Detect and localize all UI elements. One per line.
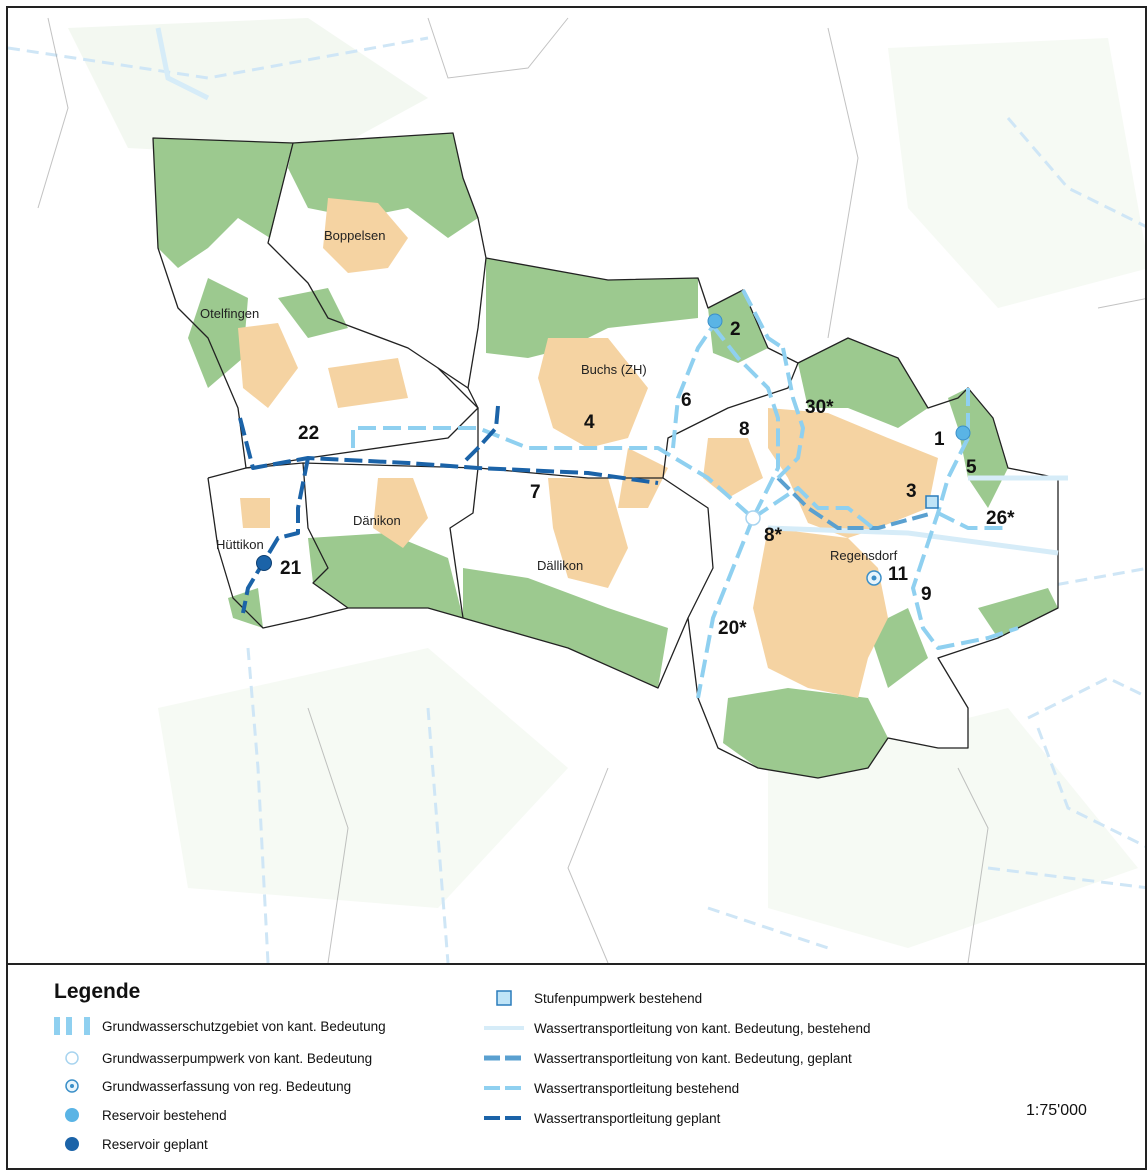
place-daellikon: Dällikon (537, 558, 583, 573)
legend-item: Wassertransportleitung bestehend (480, 1077, 739, 1099)
label-4: 4 (584, 412, 595, 433)
cantonal-pipelines-existing (155, 27, 1068, 556)
place-daenikon: Dänikon (353, 513, 401, 528)
legend-item: Grundwasserschutzgebiet von kant. Bedeut… (48, 1015, 386, 1037)
label-20-star: 20* (718, 618, 747, 639)
background-pipelines (8, 36, 1145, 963)
point-features (256, 313, 971, 586)
legend-item: Grundwasserpumpwerk von kant. Bedeutung (48, 1047, 372, 1069)
label-26-star: 26* (986, 508, 1015, 529)
forest-areas (153, 133, 1058, 778)
place-otelfingen: Otelfingen (200, 306, 259, 321)
label-6: 6 (681, 390, 692, 411)
legend-label: Reservoir geplant (102, 1136, 208, 1152)
legend-item: Reservoir geplant (48, 1133, 208, 1155)
place-huettikon: Hüttikon (216, 537, 264, 552)
reservoir-planned-21 (256, 555, 272, 571)
booster-pump-station-3 (925, 495, 939, 509)
legend-label: Stufenpumpwerk bestehend (534, 990, 703, 1006)
reservoir-existing-2 (707, 313, 723, 329)
label-7: 7 (530, 482, 541, 503)
label-3: 3 (906, 481, 917, 502)
pipeline-planned-icon (480, 1107, 528, 1129)
label-1: 1 (934, 429, 945, 450)
booster-pump-station-icon (480, 987, 528, 1009)
legend-divider (8, 963, 1145, 965)
place-regensdorf: Regensdorf (830, 548, 898, 563)
groundwater-pumping-station (745, 510, 761, 526)
legend-label: Wassertransportleitung von kant. Bedeutu… (534, 1020, 871, 1036)
legend-item: Grundwasserfassung von reg. Bedeutung (48, 1075, 351, 1097)
place-labels: Otelfingen Boppelsen Buchs (ZH) Dänikon … (200, 228, 898, 573)
label-9: 9 (921, 584, 932, 605)
label-11: 11 (888, 564, 909, 585)
background-boundaries (37, 17, 1145, 963)
label-21: 21 (280, 558, 302, 579)
map-scale: 1:75'000 (1026, 1102, 1087, 1119)
label-2: 2 (730, 319, 741, 340)
legend-label: Wassertransportleitung geplant (534, 1110, 721, 1126)
legend-item: Wassertransportleitung von kant. Bedeutu… (480, 1047, 852, 1069)
cantonal-pipeline-planned-icon (480, 1047, 528, 1069)
map-frame: Otelfingen Boppelsen Buchs (ZH) Dänikon … (6, 6, 1147, 1170)
reservoir-planned-icon (48, 1133, 96, 1155)
legend-item: Wassertransportleitung von kant. Bedeutu… (480, 1017, 870, 1039)
pipelines-existing (351, 289, 1019, 699)
legend-label: Grundwasserfassung von reg. Bedeutung (102, 1078, 352, 1094)
reservoir-existing-icon (48, 1104, 96, 1126)
reservoir-existing-1 (955, 425, 971, 441)
label-5: 5 (966, 457, 977, 478)
groundwater-protection-zone-icon (48, 1015, 96, 1037)
legend-item: Reservoir bestehend (48, 1104, 227, 1126)
pipelines-planned (238, 405, 659, 614)
label-30-star: 30* (805, 397, 834, 418)
label-8-star: 8* (764, 525, 783, 546)
cantonal-pipeline-existing-icon (480, 1017, 528, 1039)
feature-numbers: 1 2 3 4 5 6 7 8 8* 9 11 20* 21 22 26* 30… (280, 319, 1015, 639)
legend-item: Stufenpumpwerk bestehend (480, 987, 702, 1009)
legend-label: Grundwasserschutzgebiet von kant. Bedeut… (102, 1018, 386, 1034)
cantonal-pipelines-planned (776, 476, 934, 530)
map-canvas[interactable]: Otelfingen Boppelsen Buchs (ZH) Dänikon … (8, 8, 1147, 963)
pipeline-existing-icon (480, 1077, 528, 1099)
legend-label: Wassertransportleitung von kant. Bedeutu… (534, 1050, 852, 1066)
legend-label: Wassertransportleitung bestehend (534, 1080, 740, 1096)
groundwater-pumping-station-icon (48, 1047, 96, 1069)
place-buchs: Buchs (ZH) (581, 362, 647, 377)
municipal-boundaries (152, 132, 1059, 779)
place-boppelsen: Boppelsen (324, 228, 385, 243)
label-8: 8 (739, 419, 750, 440)
legend-item: Wassertransportleitung geplant (480, 1107, 720, 1129)
groundwater-intake-icon (48, 1075, 96, 1097)
legend-title: Legende (54, 980, 141, 1003)
legend-label: Reservoir bestehend (102, 1107, 227, 1123)
label-22: 22 (298, 423, 319, 444)
settlement-areas (238, 198, 938, 698)
legend-label: Grundwasserpumpwerk von kant. Bedeutung (102, 1050, 373, 1066)
